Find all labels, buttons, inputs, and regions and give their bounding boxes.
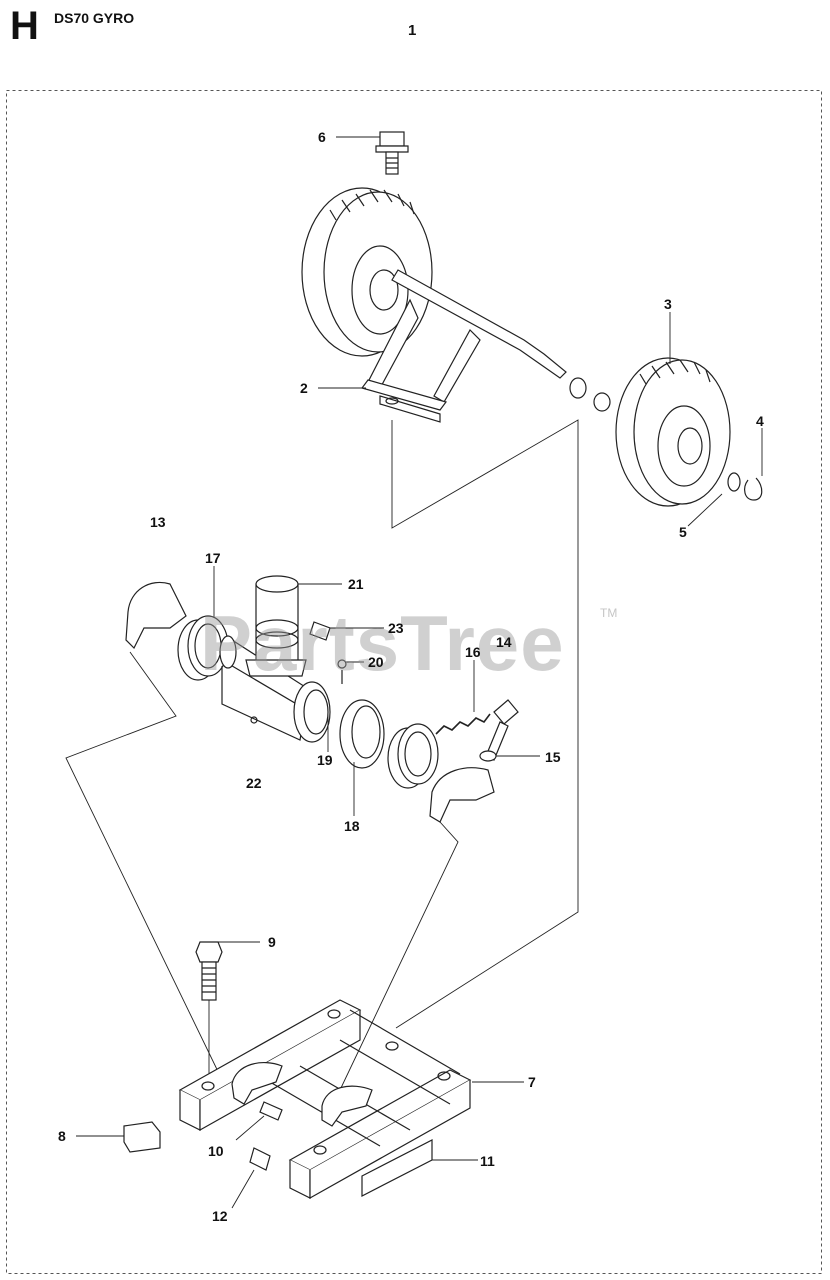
model-name: DS70 GYRO (54, 10, 135, 26)
callout-7: 7 (528, 1074, 536, 1090)
callout-8: 8 (58, 1128, 66, 1144)
callout-9: 9 (268, 934, 276, 950)
end-cap-part-8 (123, 1121, 161, 1153)
saddle-clamp-left (125, 581, 187, 650)
linch-pin-part-4 (744, 477, 763, 501)
screw-part-10 (259, 1101, 283, 1121)
assembly-line-right (339, 821, 459, 1091)
left-wheel (301, 187, 433, 357)
base-saddle-left (231, 1062, 283, 1105)
flange-bolt-part-6 (375, 131, 409, 175)
callout-13: 13 (150, 514, 166, 530)
callout-20: 20 (368, 654, 384, 670)
base-saddle-right (321, 1085, 373, 1127)
diagram-frame (6, 90, 822, 1274)
callout-6: 6 (318, 129, 326, 145)
assembly-line-axle (391, 419, 579, 1029)
callout-4: 4 (756, 413, 764, 429)
callout-5: 5 (679, 524, 687, 540)
clamp-ring-part-18 (339, 699, 385, 769)
callout-3: 3 (664, 296, 672, 312)
callout-19: 19 (317, 752, 333, 768)
callout-15: 15 (545, 749, 561, 765)
leader-lines (76, 136, 763, 1209)
callout-21: 21 (348, 576, 364, 592)
bearing-ring-right (387, 723, 439, 789)
bolt-part-15 (479, 699, 519, 762)
callout-14: 14 (496, 634, 512, 650)
callout-18: 18 (344, 818, 360, 834)
callout-23: 23 (388, 620, 404, 636)
watermark-tm: TM (600, 606, 618, 620)
washer-right (593, 392, 611, 412)
watermark: PartsTree (200, 599, 565, 687)
washer-left (569, 377, 587, 399)
housing-tube (219, 575, 331, 743)
callout-16: 16 (465, 644, 481, 660)
page-number: 1 (408, 22, 417, 39)
washer-part-5 (727, 472, 741, 492)
right-wheel-part-3 (615, 357, 731, 507)
section-letter: H (10, 4, 39, 48)
axle-bracket-part-2 (360, 269, 567, 423)
grease-fitting-part-23 (309, 621, 331, 641)
callout-10: 10 (208, 1143, 224, 1159)
screw-part-12 (249, 1147, 271, 1171)
callout-2: 2 (300, 380, 308, 396)
assembly-line-left (65, 651, 227, 1089)
callout-11: 11 (480, 1153, 495, 1169)
screw-part-20 (337, 659, 347, 669)
bolt-part-9 (195, 941, 223, 1084)
spring-part-16 (435, 713, 491, 735)
callout-12: 12 (212, 1208, 228, 1224)
saddle-clamp-right (429, 767, 495, 823)
callout-22: 22 (246, 775, 262, 791)
callout-17: 17 (205, 550, 221, 566)
bearing-ring-part-17 (177, 615, 229, 681)
